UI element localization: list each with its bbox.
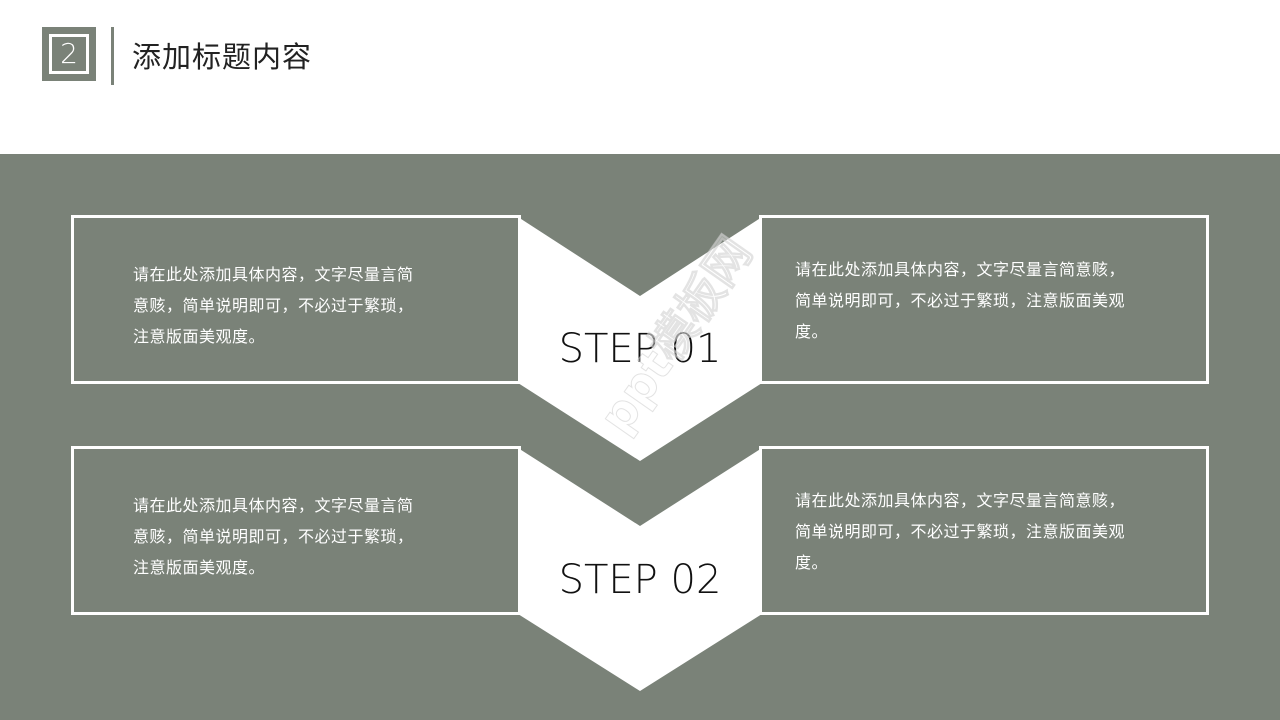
text-line: 意赅，简单说明即可，不必过于繁琐， — [133, 296, 414, 315]
slide-header: 2 添加标题内容 — [0, 0, 1280, 154]
section-number: 2 — [49, 34, 89, 74]
step1-right-text[interactable]: 请在此处添加具体内容，文字尽量言简意赅， 简单说明即可，不必过于繁琐，注意版面美… — [795, 254, 1125, 347]
text-line: 请在此处添加具体内容，文字尽量言简意赅， — [795, 491, 1126, 510]
section-number-badge: 2 — [42, 27, 96, 81]
text-line: 简单说明即可，不必过于繁琐，注意版面美观 — [795, 522, 1126, 541]
text-line: 注意版面美观度。 — [133, 558, 266, 577]
step2-right-box: 请在此处添加具体内容，文字尽量言简意赅， 简单说明即可，不必过于繁琐，注意版面美… — [759, 446, 1209, 615]
text-line: 请在此处添加具体内容，文字尽量言简 — [133, 496, 414, 515]
page-title[interactable]: 添加标题内容 — [132, 40, 313, 74]
step2-label[interactable]: STEP 02 — [558, 557, 722, 603]
text-line: 请在此处添加具体内容，文字尽量言简 — [133, 265, 414, 284]
text-line: 度。 — [795, 322, 829, 341]
step2-right-text[interactable]: 请在此处添加具体内容，文字尽量言简意赅， 简单说明即可，不必过于繁琐，注意版面美… — [795, 485, 1125, 578]
text-line: 度。 — [795, 553, 829, 572]
step1-left-text[interactable]: 请在此处添加具体内容，文字尽量言简 意赅，简单说明即可，不必过于繁琐， 注意版面… — [133, 259, 414, 352]
step2-left-box: 请在此处添加具体内容，文字尽量言简 意赅，简单说明即可，不必过于繁琐， 注意版面… — [71, 446, 521, 615]
text-line: 简单说明即可，不必过于繁琐，注意版面美观 — [795, 291, 1126, 310]
title-divider — [111, 27, 114, 85]
text-line: 意赅，简单说明即可，不必过于繁琐， — [133, 527, 414, 546]
text-line: 请在此处添加具体内容，文字尽量言简意赅， — [795, 260, 1126, 279]
step1-left-box: 请在此处添加具体内容，文字尽量言简 意赅，简单说明即可，不必过于繁琐， 注意版面… — [71, 215, 521, 384]
text-line: 注意版面美观度。 — [133, 327, 266, 346]
step1-right-box: 请在此处添加具体内容，文字尽量言简意赅， 简单说明即可，不必过于繁琐，注意版面美… — [759, 215, 1209, 384]
step2-left-text[interactable]: 请在此处添加具体内容，文字尽量言简 意赅，简单说明即可，不必过于繁琐， 注意版面… — [133, 490, 414, 583]
step1-label[interactable]: STEP 01 — [558, 326, 722, 372]
